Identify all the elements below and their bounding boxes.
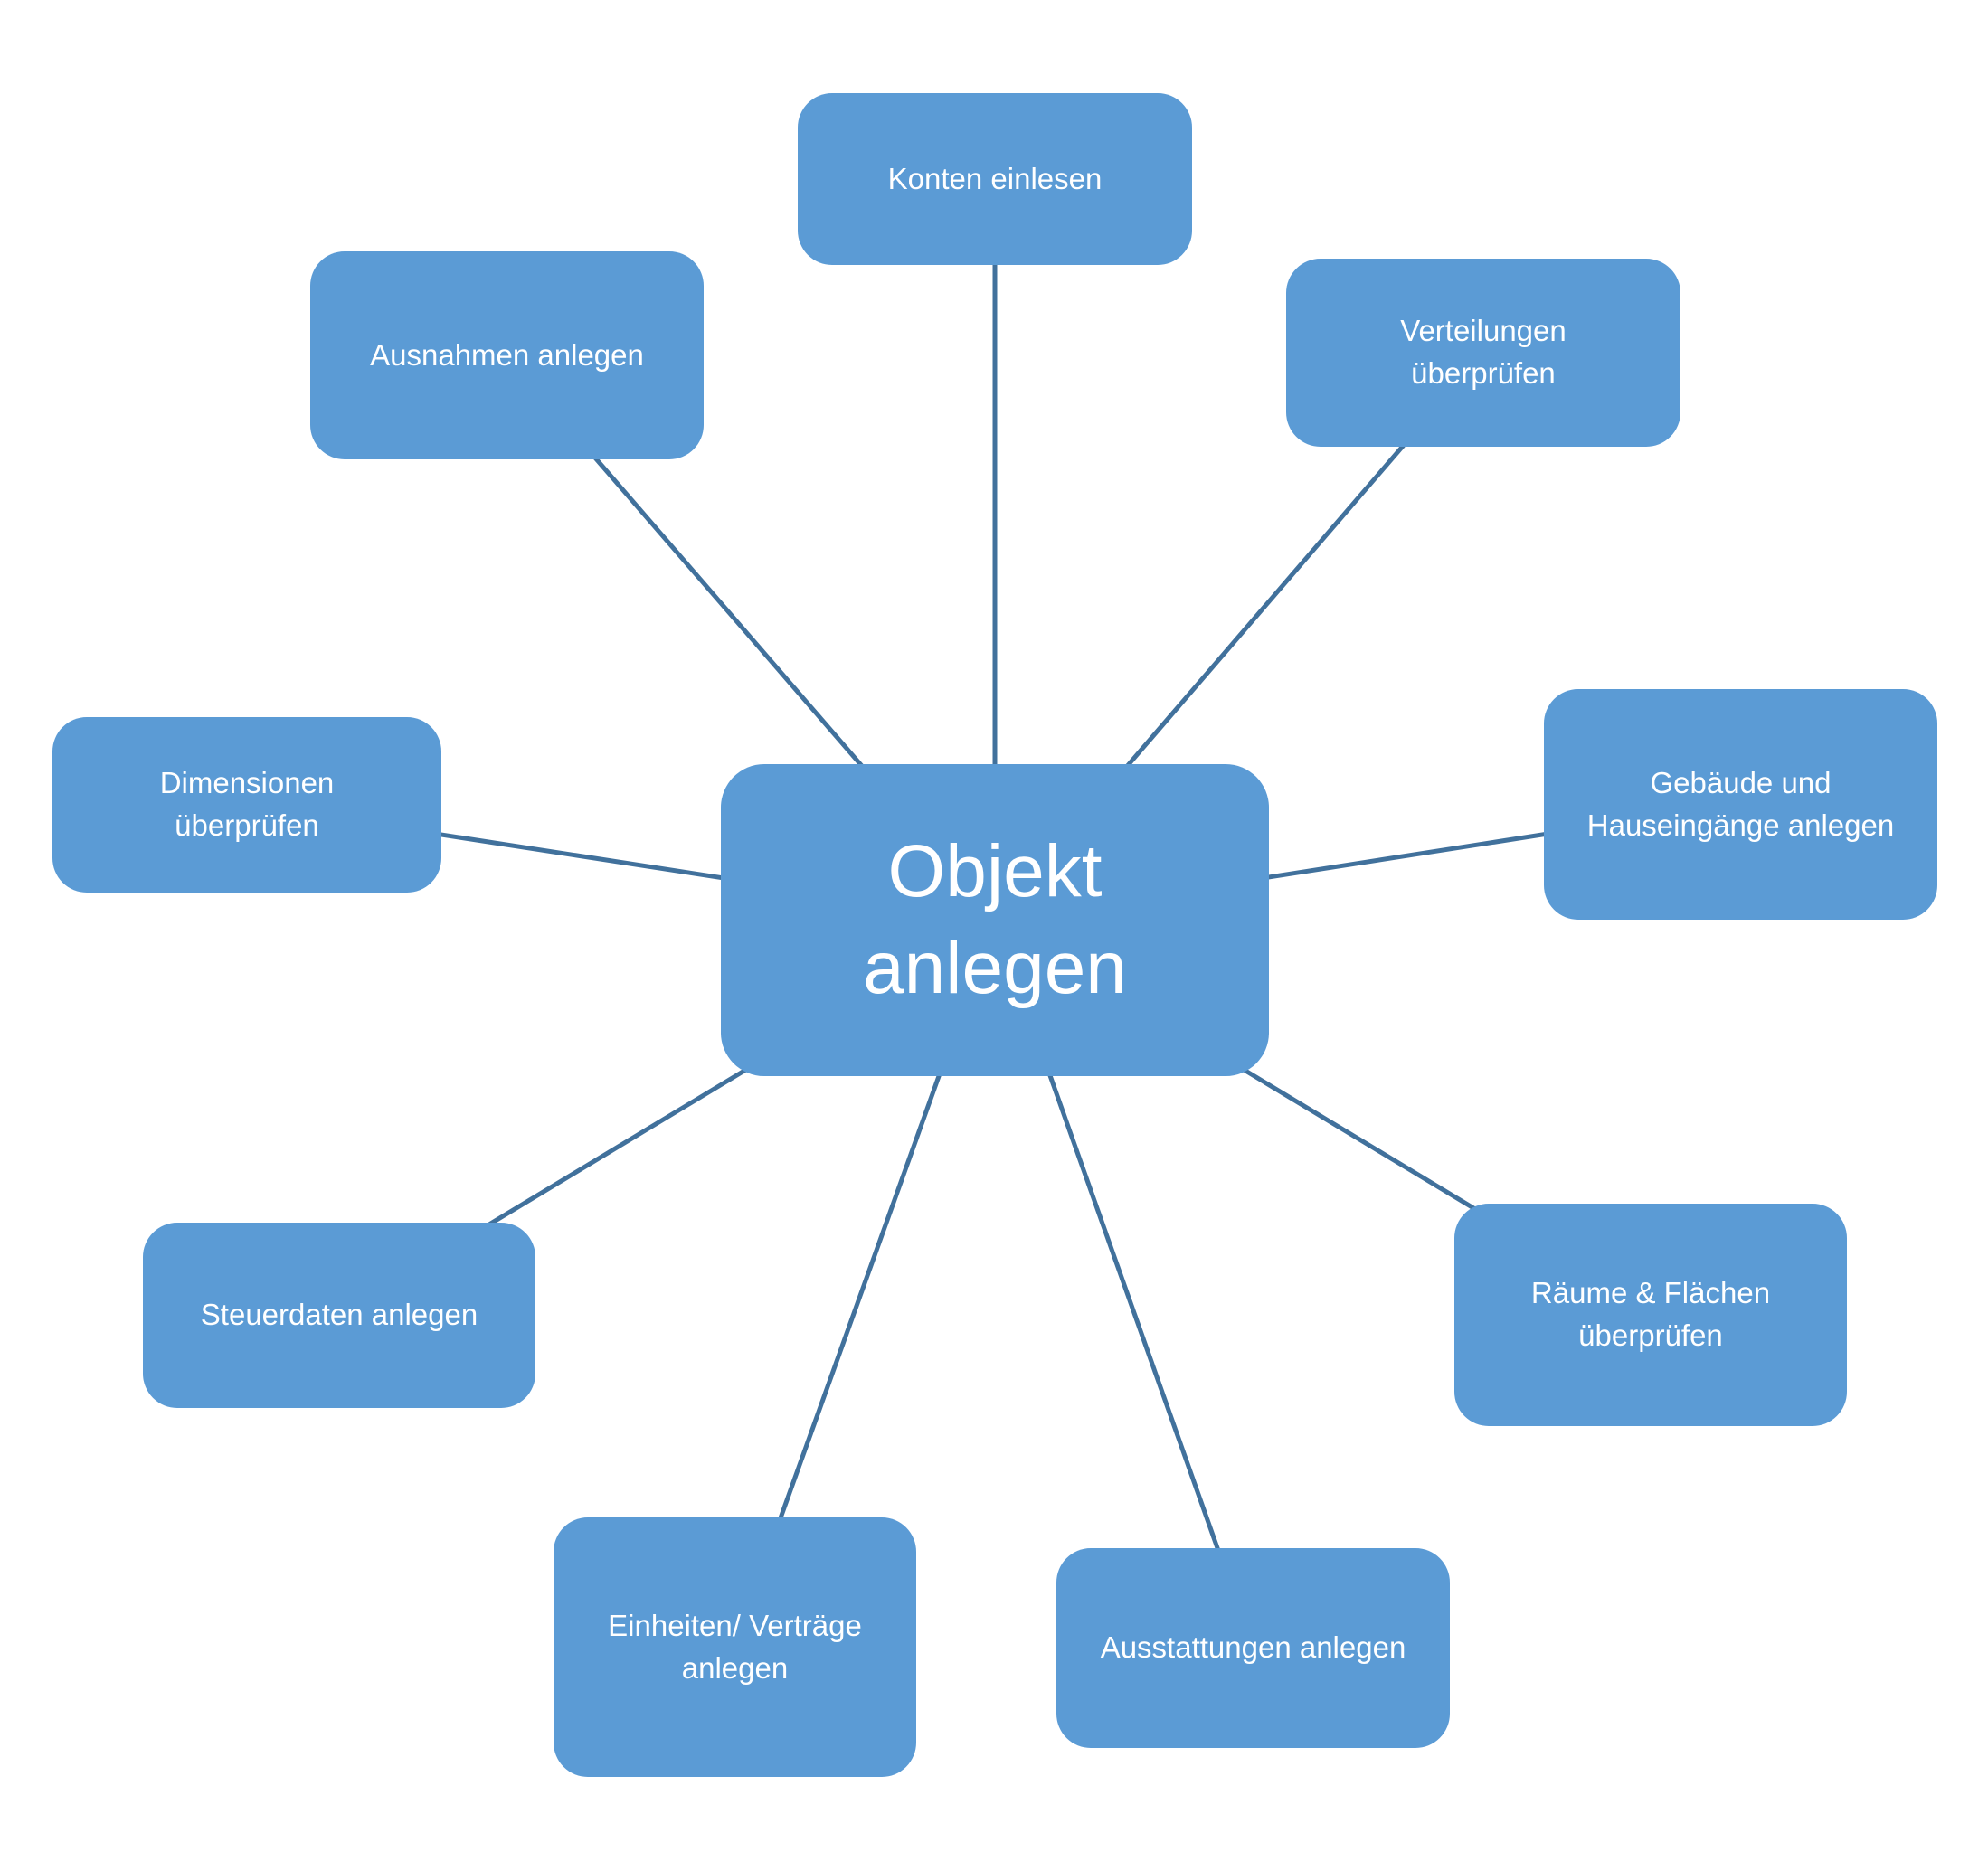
node-label: Ausnahmen anlegen [370, 337, 644, 372]
node-label: Objekt anlegen [863, 829, 1127, 1009]
node-raeume-flaechen-ueberpruefen: Räume & Flächen überprüfen [1454, 1204, 1847, 1426]
node-label: Gebäude und Hauseingänge anlegen [1586, 765, 1895, 842]
node-label: Steuerdaten anlegen [200, 1298, 478, 1332]
node-ausnahmen-anlegen: Ausnahmen anlegen [310, 251, 704, 459]
node-objekt-anlegen: Objekt anlegen [721, 764, 1269, 1076]
node-konten-einlesen: Konten einlesen [798, 93, 1192, 265]
node-label: Verteilungen überprüfen [1400, 314, 1567, 390]
node-ausstattungen-anlegen: Ausstattungen anlegen [1056, 1548, 1450, 1748]
node-dimensionen-ueberpruefen: Dimensionen überprüfen [52, 717, 441, 893]
node-label: Ausstattungen anlegen [1100, 1630, 1406, 1665]
node-label: Konten einlesen [887, 161, 1103, 195]
node-label: Einheiten/ Verträge anlegen [608, 1608, 862, 1685]
node-label: Dimensionen überprüfen [159, 766, 335, 842]
node-gebaeude-hauseingaenge-anlegen: Gebäude und Hauseingänge anlegen [1544, 689, 1937, 920]
node-steuerdaten-anlegen: Steuerdaten anlegen [143, 1223, 535, 1408]
node-label: Räume & Flächen überprüfen [1530, 1276, 1771, 1352]
node-einheiten-vertraege-anlegen: Einheiten/ Verträge anlegen [554, 1517, 916, 1777]
node-verteilungen-ueberpruefen: Verteilungen überprüfen [1286, 259, 1680, 447]
